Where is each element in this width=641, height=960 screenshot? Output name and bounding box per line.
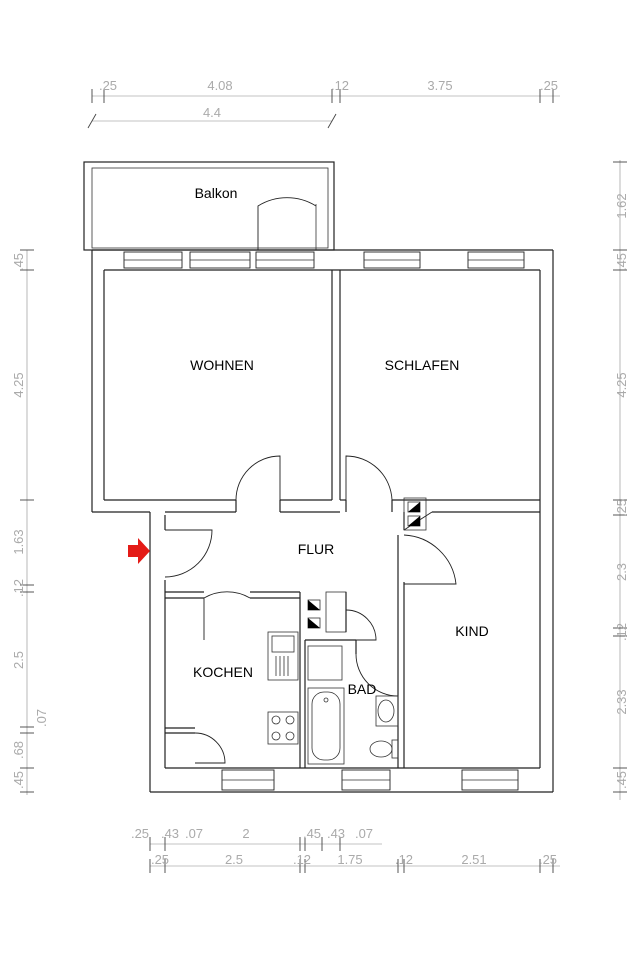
left-dimensions: .45 4.25 1.63 .12 2.5 .07 .68 .45 <box>11 249 49 795</box>
dim-left-4: .12 <box>11 579 26 597</box>
dim-top-2: 4.08 <box>207 78 232 93</box>
dim-right-7: 2.33 <box>614 689 629 714</box>
dim-right-1: 1.62 <box>614 193 629 218</box>
dim-top-1: .25 <box>99 78 117 93</box>
room-label-schlafen: SCHLAFEN <box>385 357 460 373</box>
room-label-balkon: Balkon <box>195 185 238 201</box>
dim-right-2: .45 <box>614 253 629 271</box>
outer-walls <box>91 249 554 793</box>
dim-bottom2-5: .12 <box>395 852 413 867</box>
vent-shafts-flur <box>403 497 427 531</box>
dim-left-1: .45 <box>11 253 26 271</box>
bottom-dimensions: .25 .43 .07 2 .45 .43 .07 .25 2.5 .12 1.… <box>131 826 560 873</box>
dim-bottom-4: 2 <box>242 826 249 841</box>
entrance-arrow-icon <box>128 538 150 564</box>
room-label-kochen: KOCHEN <box>193 664 253 680</box>
door-entrance <box>164 529 213 578</box>
kitchen-stove <box>267 711 299 745</box>
windows <box>123 251 525 791</box>
dim-left-7: .68 <box>11 741 26 759</box>
dim-right-8: .45 <box>614 771 629 789</box>
toilet <box>369 739 399 759</box>
kitchen-sink <box>267 631 299 681</box>
dim-top-overall: 4.4 <box>203 105 221 120</box>
dim-left-2: 4.25 <box>11 372 26 397</box>
washing-machine <box>307 645 343 681</box>
room-label-flur: FLUR <box>298 541 335 557</box>
dim-right-6: .12 <box>614 623 629 641</box>
dim-bottom2-6: 2.51 <box>461 852 486 867</box>
right-dimensions: 1.62 .45 4.25 .25 2.3 .12 2.33 .45 <box>613 160 629 800</box>
dim-bottom-1: .25 <box>131 826 149 841</box>
dim-bottom2-4: 1.75 <box>337 852 362 867</box>
bathtub <box>307 687 345 765</box>
room-labels: WOHNEN SCHLAFEN FLUR KIND KOCHEN BAD <box>190 357 489 697</box>
dim-top-4: 3.75 <box>427 78 452 93</box>
dim-bottom-6: .43 <box>327 826 345 841</box>
vent-shafts-kochen <box>307 599 321 629</box>
dim-bottom2-7: .25 <box>539 852 557 867</box>
dim-top-3: .12 <box>331 78 349 93</box>
dim-right-4: .25 <box>614 499 629 517</box>
door-closet <box>194 732 226 764</box>
top-dimensions: .25 4.08 .12 3.75 .25 4.4 <box>87 78 560 129</box>
room-label-kind: KIND <box>455 623 488 639</box>
dim-bottom2-2: 2.5 <box>225 852 243 867</box>
fixtures <box>267 497 427 765</box>
dim-bottom-7: .07 <box>355 826 373 841</box>
dim-left-8: .45 <box>11 771 26 789</box>
dim-right-5: 2.3 <box>614 563 629 581</box>
balcony: Balkon <box>83 161 335 251</box>
dim-bottom-5: .45 <box>303 826 321 841</box>
door-wohnen <box>235 455 281 501</box>
dim-left-3: 1.63 <box>11 529 26 554</box>
washbasin <box>375 695 399 727</box>
dim-bottom-2: .43 <box>161 826 179 841</box>
dim-bottom2-3: .12 <box>293 852 311 867</box>
dim-top-5: .25 <box>540 78 558 93</box>
doors <box>164 455 457 764</box>
room-label-wohnen: WOHNEN <box>190 357 254 373</box>
dim-bottom-3: .07 <box>185 826 203 841</box>
door-kind <box>403 511 457 585</box>
dim-bottom2-1: .25 <box>151 852 169 867</box>
dim-right-3: 4.25 <box>614 372 629 397</box>
door-shaft <box>345 609 377 641</box>
door-schlafen <box>345 455 393 501</box>
interior-walls <box>165 270 540 768</box>
dim-left-5: 2.5 <box>11 651 26 669</box>
dim-left-6: .07 <box>34 709 49 727</box>
door-kochen <box>203 591 251 640</box>
room-label-bad: BAD <box>348 681 377 697</box>
